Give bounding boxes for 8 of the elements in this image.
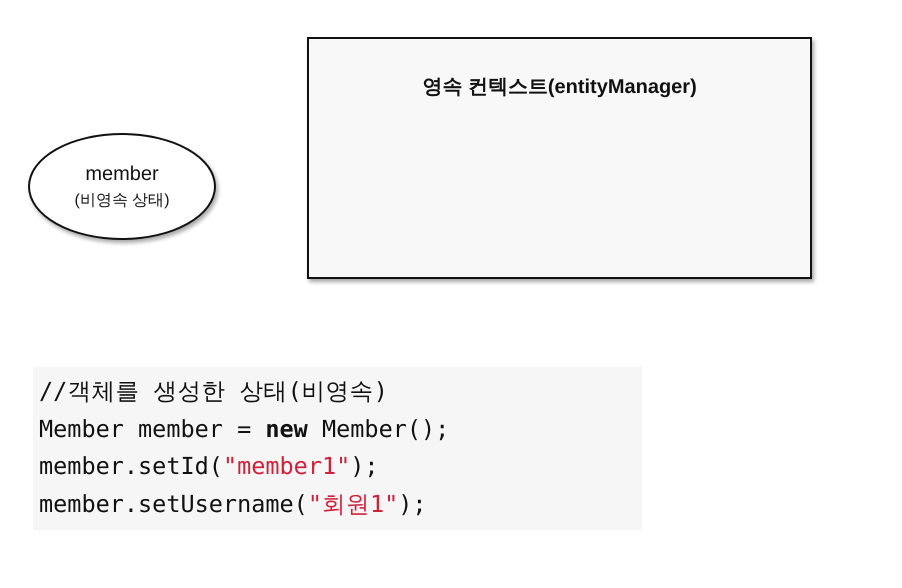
context-box [307, 37, 812, 279]
node-title: 영속 컨텍스트(entityManager) [422, 75, 697, 100]
node-title: member [85, 162, 159, 186]
code-comment: //객체를 생성한 상태(비영속) [39, 376, 389, 407]
code-line: member.setUsername("회원1"); [39, 488, 428, 520]
node-subtitle: (비영속 상태) [74, 190, 170, 210]
code-line: Member member = new Member(); [39, 414, 450, 444]
code-line: member.setId("member1"); [39, 451, 380, 482]
